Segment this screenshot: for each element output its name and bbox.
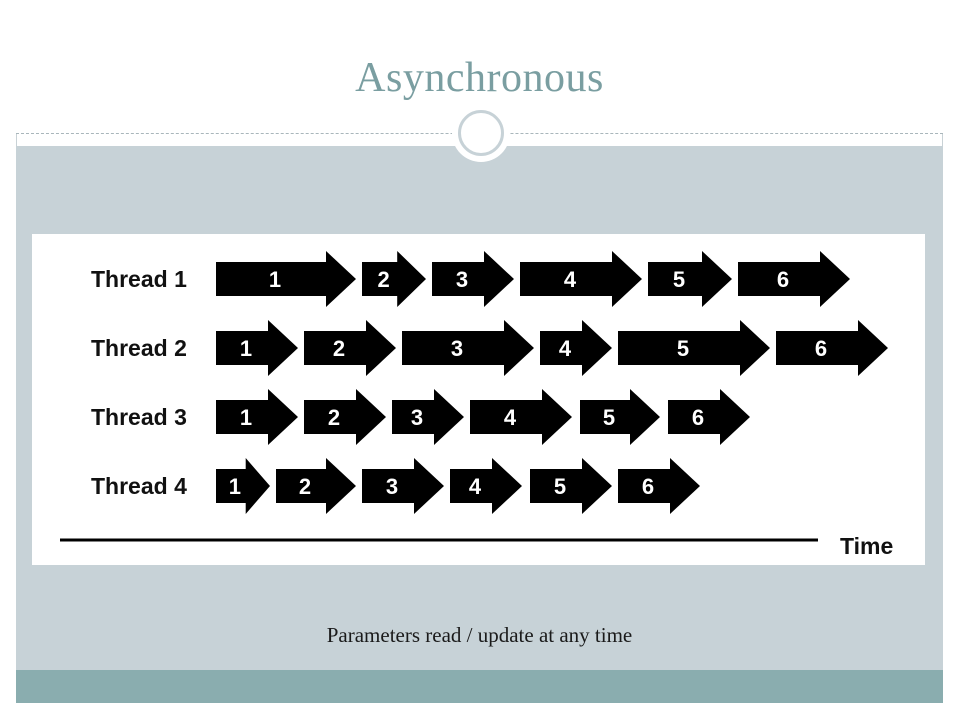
step-number: 3 <box>451 336 463 361</box>
step-arrow <box>216 320 298 376</box>
step-arrow <box>432 251 514 307</box>
step-arrow <box>540 320 612 376</box>
step-arrow <box>520 251 642 307</box>
thread-label: Thread 3 <box>91 404 187 430</box>
step-number: 3 <box>456 267 468 292</box>
step-arrow <box>648 251 732 307</box>
step-number: 4 <box>504 405 517 430</box>
step-arrow <box>304 320 396 376</box>
step-number: 4 <box>564 267 577 292</box>
step-number: 1 <box>269 267 281 292</box>
step-arrow <box>580 389 660 445</box>
step-arrow <box>530 458 612 514</box>
async-threads-diagram: Thread 1 Thread 2 Thread 3 Thread 4 1 2 3 4 5 6 1… <box>32 234 925 565</box>
step-arrow <box>402 320 534 376</box>
slide-caption: Parameters read / update at any time <box>326 623 633 647</box>
step-arrow <box>216 458 270 514</box>
step-arrow <box>738 251 850 307</box>
step-arrow <box>450 458 522 514</box>
step-number: 1 <box>240 405 252 430</box>
step-number: 6 <box>815 336 827 361</box>
step-number: 2 <box>299 474 311 499</box>
step-number: 5 <box>673 267 685 292</box>
step-arrow <box>776 320 888 376</box>
diagram-canvas: Thread 1 Thread 2 Thread 3 Thread 4 1 2 3 4 5 6 1… <box>60 251 893 559</box>
step-arrow <box>216 389 298 445</box>
step-arrow <box>362 458 444 514</box>
slide-title: Asynchronous <box>355 55 604 101</box>
step-number: 1 <box>240 336 252 361</box>
step-number: 2 <box>328 405 340 430</box>
step-arrow <box>618 458 700 514</box>
step-number: 1 <box>229 474 241 499</box>
step-number: 3 <box>411 405 423 430</box>
step-arrow <box>216 251 356 307</box>
step-arrow <box>618 320 770 376</box>
footer-band <box>16 670 943 703</box>
step-number: 6 <box>642 474 654 499</box>
step-number: 6 <box>692 405 704 430</box>
thread-label: Thread 4 <box>91 473 187 499</box>
step-number: 6 <box>777 267 789 292</box>
step-number: 4 <box>559 336 572 361</box>
step-number: 4 <box>469 474 482 499</box>
step-arrow <box>470 389 572 445</box>
step-arrow <box>304 389 386 445</box>
step-number: 3 <box>386 474 398 499</box>
step-number: 5 <box>603 405 615 430</box>
step-arrow <box>668 389 750 445</box>
title-ornament-ring <box>458 110 504 156</box>
step-arrow <box>276 458 356 514</box>
thread-label: Thread 2 <box>91 335 187 361</box>
time-axis-label: Time <box>840 533 893 559</box>
step-number: 5 <box>554 474 566 499</box>
step-arrow <box>362 251 426 307</box>
thread-label: Thread 1 <box>91 266 187 292</box>
step-number: 2 <box>333 336 345 361</box>
step-number: 5 <box>677 336 689 361</box>
step-number: 2 <box>377 267 389 292</box>
step-arrow <box>392 389 464 445</box>
